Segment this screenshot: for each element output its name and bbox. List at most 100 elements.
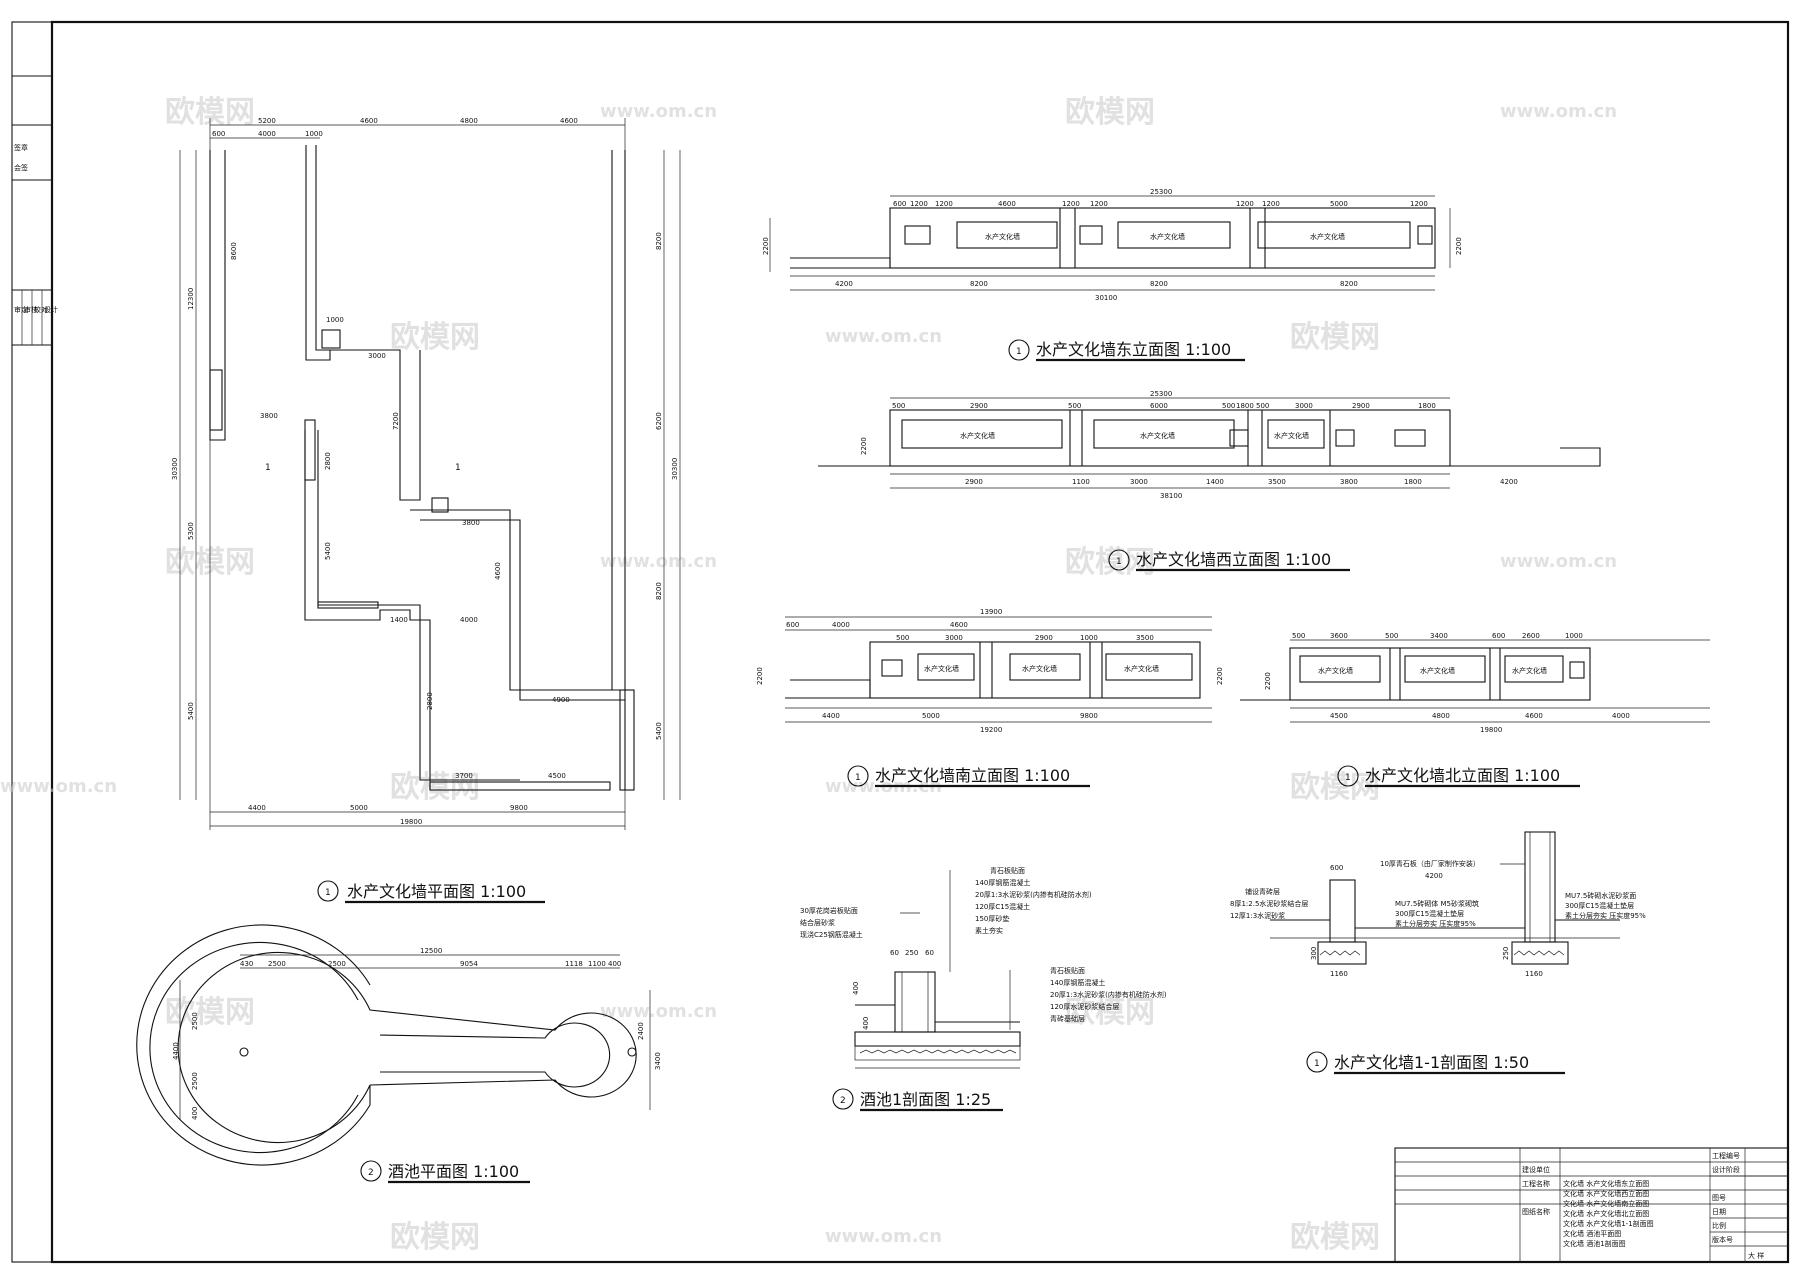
title-right-row: 比例 [1712,1221,1726,1230]
north-dim-bottom: 4800 [1432,712,1450,720]
watermarks: 欧模网 欧模网 欧模网 欧模网 欧模网 欧模网 欧模网 欧模网 欧模网 欧模网 … [0,95,1617,1255]
pool-dim-total: 12500 [420,947,442,955]
pool-dim-part: 1100 [588,960,606,968]
pool-section-wall [894,971,936,1033]
caption-text: 水产文化墙西立面图 1:100 [1136,550,1331,569]
north-dim-bottom: 4600 [1525,712,1543,720]
caption-badge: 2 [368,1168,374,1178]
plan-dim-left: 12300 [187,288,195,310]
watermark-url: www.om.cn [600,551,717,572]
plan-dim-top: 5200 [258,117,276,125]
strip-label-0: 签章 [14,143,28,152]
wall-section-dim: 300 [1310,947,1318,960]
west-dim-total-top: 25300 [1150,390,1172,398]
plan-dim-right: 8200 [655,232,663,250]
north-dim-total: 19800 [1480,726,1502,734]
caption-text: 酒池1剖面图 1:25 [860,1090,991,1109]
south-dim-total: 19200 [980,726,1002,734]
plan-column [619,689,635,791]
wall-note-top: 10厚青石板（由厂家制作安装） [1380,859,1480,868]
title-right-row: 日期 [1712,1208,1726,1216]
west-dim-top: 500 [1222,402,1235,410]
pool-dim-left: 2500 [191,1072,199,1090]
plan-section-mark: 1 [265,463,271,473]
south-dim-bottom: 4400 [822,712,840,720]
plan-dim-bottom: 9800 [510,804,528,812]
watermark-url: www.om.cn [825,1226,942,1247]
strip-label-1: 会签 [14,163,28,172]
west-dim-side: 2200 [860,437,868,455]
west-panel-label: 水产文化墙 [1274,431,1309,440]
plan-wall-mid-inner [317,430,520,781]
south-dim-top: 2900 [1035,634,1053,642]
east-dim-total: 30100 [1095,294,1117,302]
west-dim-top: 500 [1256,402,1269,410]
title-right-row: 图号 [1712,1194,1726,1202]
north-panel-label: 水产文化墙 [1420,666,1455,675]
pool-outline-inner [149,941,611,1154]
west-dim-bottom: 1100 [1072,478,1090,486]
plan-dim-inner: 3800 [462,519,480,527]
north-dim-top: 3400 [1430,632,1448,640]
south-panel-label: 水产文化墙 [924,664,959,673]
plan-column [431,497,449,513]
north-panel [1504,655,1564,683]
plan-dim-top-small: 600 [212,130,225,138]
plan-dim-inner: 1400 [390,616,408,624]
wall-note: 素土分层夯实 压实度95% [1395,919,1476,928]
title-row: 工程名称 [1522,1179,1550,1188]
pool-dim-left: 2500 [191,1012,199,1030]
watermark-logo: 欧模网 [1290,770,1380,805]
west-dim-total: 38100 [1160,492,1182,500]
title-right-row: 版本号 [1712,1235,1733,1244]
caption-text: 水产文化墙北立面图 1:100 [1365,766,1560,785]
east-niche [1079,225,1103,245]
east-dim-top: 1200 [935,200,953,208]
title-row: 图纸名称 [1522,1207,1550,1216]
north-dim-top: 500 [1385,632,1398,640]
north-panel-label: 水产文化墙 [1318,666,1353,675]
south-panel [917,653,975,681]
pool-dim-left: 400 [191,1107,199,1120]
drawing-list-item: 文化墙 酒池1剖面图 [1563,1239,1626,1248]
north-elevation: 水产文化墙 水产文化墙 水产文化墙 500 3600 500 3400 600 … [1240,632,1710,734]
west-panel-label: 水产文化墙 [960,431,995,440]
wall-section-footing [1317,941,1367,965]
pool-outline-outer [136,924,637,1166]
pool-dim-part: 400 [608,960,621,968]
title-foot: 大 样 [1748,1251,1764,1260]
wall-note: 素土分层夯实 压实度95% [1565,911,1646,920]
plan-dim-inner: 3700 [455,772,473,780]
caption-east: 1 水产文化墙东立面图 1:100 [1008,339,1245,362]
west-dim-bottom: 1400 [1206,478,1224,486]
plan-bench [317,601,379,609]
south-dim-top: 500 [896,634,909,642]
plan-wall-step [305,145,331,361]
west-dim-top: 2900 [970,402,988,410]
title-row: 建设单位 [1522,1165,1550,1174]
south-dim-top: 1000 [1080,634,1098,642]
pool-dim-right: 2400 [637,1022,645,1040]
east-wall-body [889,207,1436,269]
plan-dim-top-small: 4000 [258,130,276,138]
caption-pool-section: 2 酒池1剖面图 1:25 [832,1088,1003,1112]
pool-note: 20厚1:3水泥砂浆(内掺有机硅防水剂) [1050,990,1167,999]
south-dim-top: 4000 [832,621,850,629]
pool-note: 140厚钢筋混凝土 [975,878,1030,887]
east-panel [1257,221,1411,249]
watermark-logo: 欧模网 [165,995,255,1030]
south-dim-top: 600 [786,621,799,629]
west-wall-body [889,409,1451,467]
west-dim-top: 1800 [1236,402,1254,410]
watermark-url: www.om.cn [0,776,117,797]
plan-dim-left: 5400 [187,702,195,720]
strip-label-5: 设计 [44,305,58,314]
pool-section-notes-right: 青石板贴面 140厚钢筋混凝土 20厚1:3水泥砂浆(内掺有机硅防水剂) 120… [1009,966,1167,1030]
plan-section-mark: 1 [455,463,461,473]
pool-section: 青石板贴面 140厚钢筋混凝土 20厚1:3水泥砂浆(内掺有机硅防水剂) 120… [800,866,1167,1069]
pool-note: 120厚水泥砂浆结合层 [1050,1002,1119,1011]
wall-section-dim: 600 [1330,864,1343,872]
east-dim-top: 5000 [1330,200,1348,208]
pool-dim-right: 3400 [654,1052,662,1070]
drawing-list-item: 文化墙 水产文化墙东立面图 [1563,1179,1649,1188]
